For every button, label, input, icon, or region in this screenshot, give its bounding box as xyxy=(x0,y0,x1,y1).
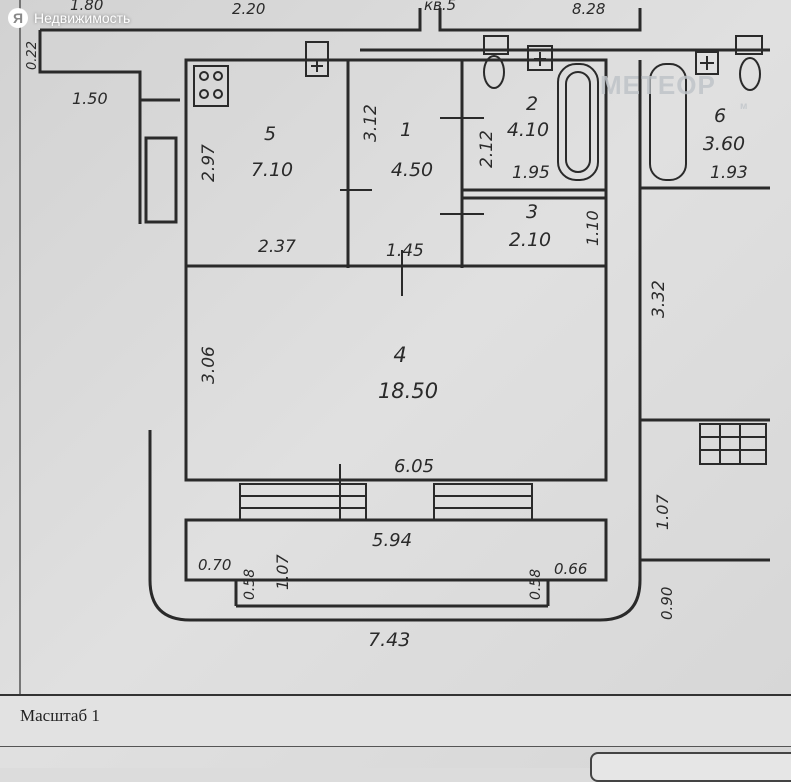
dim-bath-width: 1.95 xyxy=(512,163,550,183)
corner-tab xyxy=(590,752,791,782)
toilet-tank-icon xyxy=(483,35,509,55)
dim-living-width: 6.05 xyxy=(394,456,434,477)
dim-top-a: 1.80 xyxy=(70,0,103,14)
room-6-area: 3.60 xyxy=(703,133,745,155)
dim-kitchen-height: 2.97 xyxy=(199,144,219,182)
scale-label: Масштаб 1 xyxy=(20,706,100,725)
room-2-number: 2 xyxy=(526,93,538,115)
room-4-area: 18.50 xyxy=(378,379,438,403)
yandex-logo-icon: Я xyxy=(8,8,28,28)
dim-kitchen-width: 2.37 xyxy=(258,237,296,257)
dim-right-room-width: 1.93 xyxy=(710,163,748,183)
brand-watermark-sub: м xyxy=(740,101,749,112)
dim-balcony-outer: 7.43 xyxy=(368,629,410,651)
dim-left-strip: 0.22 xyxy=(25,41,40,70)
dim-top-d: 8.28 xyxy=(572,0,605,18)
room-3-number: 3 xyxy=(526,201,538,223)
footer-frame xyxy=(0,694,791,747)
dim-balcony-right-a: 0.58 xyxy=(528,569,544,600)
dim-top-b: 2.20 xyxy=(232,0,265,18)
dim-wc-height: 1.10 xyxy=(583,210,602,246)
yandex-realty-watermark: Я Недвижимость xyxy=(8,8,130,28)
watermark-label: Недвижимость xyxy=(34,10,131,26)
dim-balcony-left-a: 0.70 xyxy=(198,556,231,574)
dim-balcony-left-b: 0.58 xyxy=(242,569,258,600)
sink-icon xyxy=(305,41,329,77)
dim-bath-height: 2.12 xyxy=(477,130,497,168)
dim-right-wall: 3.32 xyxy=(649,280,669,318)
dim-hall-height: 3.12 xyxy=(361,104,381,142)
room-3-area: 2.10 xyxy=(509,229,551,251)
room-5-number: 5 xyxy=(264,123,276,145)
dim-right-lower-b: 0.90 xyxy=(658,587,676,620)
room-6-number: 6 xyxy=(714,105,726,127)
dim-balcony-inner: 5.94 xyxy=(372,530,412,551)
room-1-area: 4.50 xyxy=(391,159,433,181)
fixtures xyxy=(193,35,763,181)
dim-hall-width: 1.45 xyxy=(386,241,424,261)
bath-sink-icon xyxy=(527,45,553,71)
room-1-number: 1 xyxy=(400,119,412,141)
bathtub-icon xyxy=(557,63,599,181)
room-2-area: 4.10 xyxy=(507,119,549,141)
dim-balcony-right-b: 0.66 xyxy=(554,560,587,578)
dim-balcony-left-c: 1.07 xyxy=(273,554,292,590)
room-5-area: 7.10 xyxy=(251,159,293,181)
dim-top-c: кв.5 xyxy=(424,0,456,14)
bathtub-right-icon xyxy=(649,63,687,181)
dim-right-lower-a: 1.07 xyxy=(653,494,672,530)
dim-living-height: 3.06 xyxy=(199,346,219,384)
brand-watermark: МЕТЕОР м xyxy=(600,70,748,112)
room-4-number: 4 xyxy=(393,343,406,367)
stove-icon xyxy=(193,65,229,107)
dim-corridor: 1.50 xyxy=(72,89,108,108)
brand-watermark-text: МЕТЕОР xyxy=(600,70,716,100)
